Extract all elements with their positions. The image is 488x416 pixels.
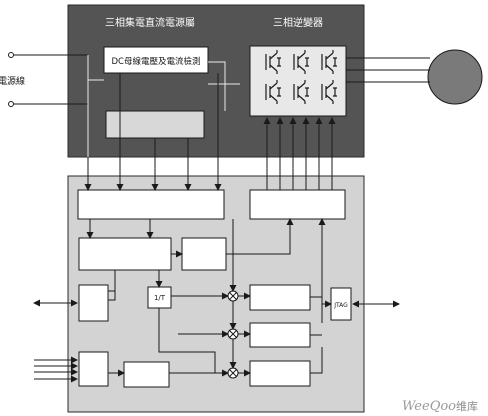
dc-detect-label: DC母線電壓及電流檢測 <box>112 56 201 67</box>
pwm-block <box>249 189 346 220</box>
motor-icon <box>427 49 483 105</box>
power-terminal-top <box>8 52 14 58</box>
watermark-brand: WeeQoo <box>402 399 456 414</box>
watermark: WeeQoo维库 <box>402 398 478 414</box>
rectifier-title: 三相集電直流電源屬 <box>105 16 195 29</box>
gate-drive-wires <box>263 117 336 190</box>
watermark-suffix: 维库 <box>456 400 478 413</box>
igbt-switch-icon <box>265 50 281 74</box>
summing-junction-2 <box>227 328 239 340</box>
reciprocal-label: 1/T <box>154 294 166 302</box>
power-line-label: 電源線 <box>0 75 25 87</box>
dc-detect-block <box>103 46 209 74</box>
io-block-bottom <box>78 351 109 387</box>
processing-block <box>78 237 172 271</box>
igbt-switch-icon <box>293 50 309 74</box>
encoder-block <box>123 361 170 388</box>
io-block-top <box>78 284 109 322</box>
control-wires <box>86 218 332 377</box>
summing-junction-1 <box>227 290 239 302</box>
regulator-block-2 <box>249 322 311 348</box>
igbt-switch-icon <box>265 80 281 104</box>
adc-block <box>77 189 225 220</box>
inverter-title: 三相逆變器 <box>273 16 323 29</box>
sense-wires <box>84 73 222 191</box>
regulator-block-3 <box>249 360 311 387</box>
igbt-switch-icon <box>293 80 309 104</box>
igbt-switch-icon <box>321 50 337 74</box>
power-terminal-bottom <box>8 101 14 107</box>
jtag-label: JTAG <box>333 302 348 309</box>
igbt-switch-grid <box>265 50 337 104</box>
external-io <box>33 299 400 383</box>
summing-junction-3 <box>227 367 239 379</box>
rectifier-block <box>105 110 205 139</box>
small-block <box>181 237 227 271</box>
regulator-block-1 <box>249 284 311 311</box>
igbt-switch-icon <box>321 80 337 104</box>
